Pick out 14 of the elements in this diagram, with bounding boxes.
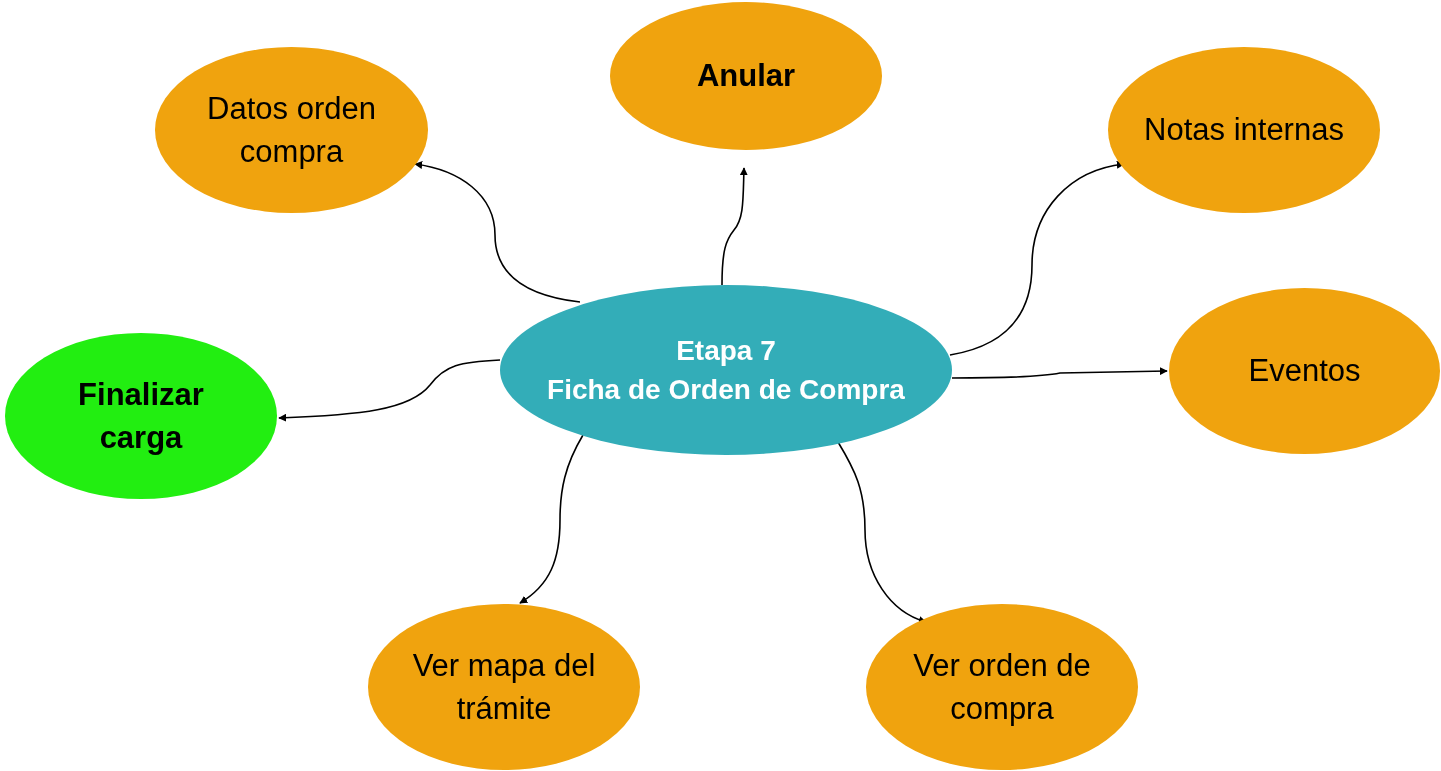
node-text: Finalizar carga [77,375,205,457]
node-text: Etapa 7 [676,333,776,368]
arrow [721,167,748,286]
node-text: Ver mapa del trámite [411,646,597,728]
arrow [414,161,581,303]
arrow [951,367,1168,379]
node-text: Anular [696,57,796,96]
node-text: Eventos [1248,352,1361,391]
node-text: Datos orden compra [206,89,377,171]
node-text: Ver orden de compra [912,646,1092,728]
arrow [278,359,501,422]
arrow [519,434,584,604]
node-text: Notas internas [1144,111,1344,150]
node-text: Ficha de Orden de Compra [547,373,905,407]
